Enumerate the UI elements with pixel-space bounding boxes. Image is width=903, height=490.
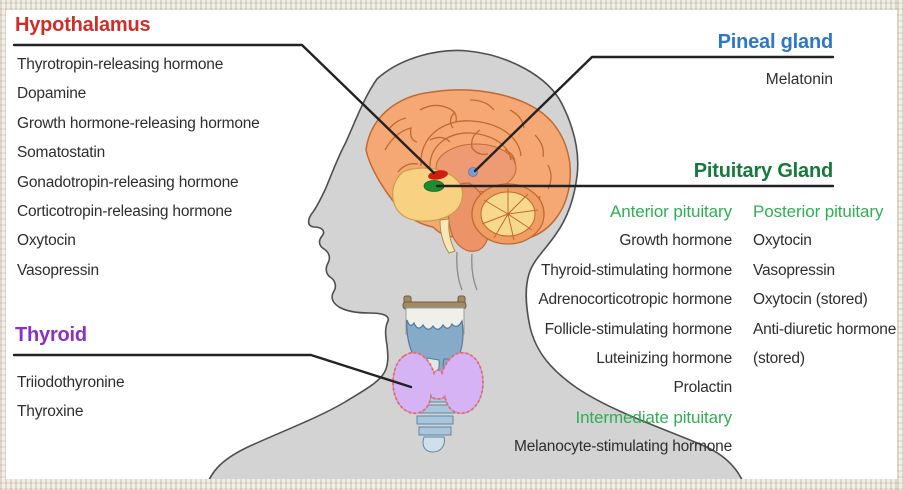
hormone-item: Prolactin — [673, 379, 732, 397]
hormone-item: Growth hormone-releasing hormone — [17, 114, 260, 132]
hormone-item: Luteinizing hormone — [596, 350, 732, 368]
hormone-item: Oxytocin (stored) — [753, 291, 868, 309]
head-silhouette — [204, 49, 747, 490]
hormone-item: Thyroid-stimulating hormone — [540, 261, 732, 279]
hormone-item: Vasopressin — [753, 261, 835, 279]
hormone-item: Anti-diuretic hormone (stored) — [753, 320, 897, 368]
hormone-item: Oxytocin — [753, 232, 812, 250]
hormone-item: Oxytocin — [17, 232, 76, 250]
page-border-left — [0, 0, 6, 490]
hypothalamus-area — [392, 167, 464, 222]
hormone-item: Melanocyte-stimulating hormone — [514, 438, 732, 456]
pineal-pointer-line — [473, 55, 835, 173]
hormone-item: Vasopressin — [17, 261, 99, 279]
page-border-top — [0, 0, 903, 10]
intermediate-pituitary-label: Intermediate pituitary — [575, 407, 732, 427]
hormone-item: Thyrotropin-releasing hormone — [17, 56, 224, 73]
hormone-item: Gonadotropin-releasing hormone — [17, 173, 239, 191]
pituitary-stalk — [439, 218, 456, 254]
hormone-item: Dopamine — [17, 85, 87, 103]
hormone-item: Corticotropin-releasing hormone — [17, 203, 233, 221]
anterior-pituitary-label: Anterior pituitary — [610, 202, 732, 221]
hormone-item: Somatostatin — [17, 144, 106, 162]
hormone-item: Triiodothyronine — [17, 374, 125, 391]
hormone-item: Thyroxine — [17, 403, 84, 421]
cerebellum — [471, 183, 545, 245]
thyroid-gland-vessels — [392, 351, 484, 415]
pineal-title: Pineal gland — [717, 31, 834, 53]
intermediate-hormone-list: Melanocyte-stimulating hormone — [514, 432, 732, 461]
page-border-bottom — [0, 479, 903, 490]
pineal-hormone: Melatonin — [765, 71, 833, 88]
thyroid-title: Thyroid — [15, 324, 87, 346]
hormone-item: Follicle-stimulating hormone — [544, 320, 733, 338]
thyroid-pointer-line — [12, 353, 413, 389]
thyroid-complex — [392, 295, 484, 453]
page-border-right — [897, 0, 903, 490]
trachea-end — [422, 436, 445, 453]
hypothalamus-title: Hypothalamus — [15, 14, 151, 36]
corpus-callosum-arc — [420, 120, 522, 169]
pituitary-title: Pituitary Gland — [693, 160, 833, 182]
hormone-item: Adrenocorticotropic hormone — [538, 291, 732, 309]
hormone-item: Growth hormone — [619, 232, 732, 250]
posterior-pituitary-label: Posterior pituitary — [753, 202, 884, 221]
hypothalamus-pointer-line — [12, 43, 436, 175]
spinal-cord-outline — [456, 251, 478, 291]
